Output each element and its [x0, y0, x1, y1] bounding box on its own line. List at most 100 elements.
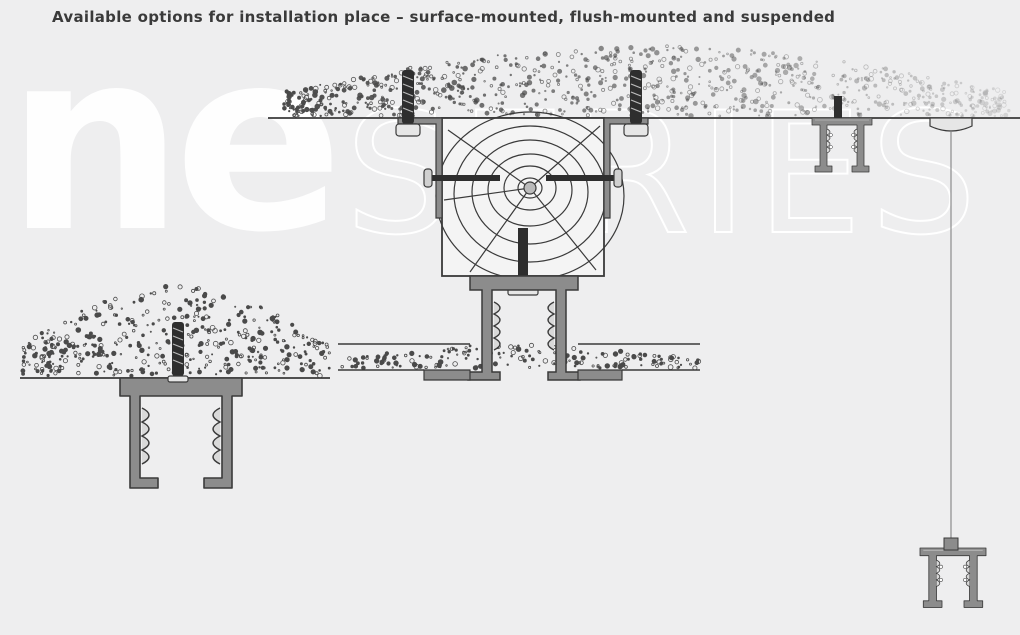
aggregate-dot: [762, 62, 768, 68]
aggregate-dot: [236, 312, 241, 318]
aggregate-dot: [312, 345, 316, 348]
aggregate-dot: [907, 72, 911, 75]
aggregate-dot: [782, 56, 786, 60]
aggregate-dot: [78, 316, 84, 322]
aggregate-dot: [814, 85, 818, 89]
aggregate-dot: [649, 46, 656, 52]
aggregate-dot: [600, 351, 605, 356]
aggregate-dot: [904, 108, 910, 115]
aggregate-dot: [395, 87, 399, 90]
aggregate-dot: [666, 107, 671, 112]
aggregate-dot: [892, 70, 896, 74]
aggregate-dot: [928, 113, 932, 117]
aggregate-dot: [221, 294, 225, 298]
aggregate-dot: [538, 364, 541, 367]
aggregate-dot: [426, 77, 429, 81]
aggregate-dot: [197, 315, 200, 318]
aggregate-dot: [238, 354, 243, 359]
aggregate-dot: [756, 76, 762, 82]
aggregate-dot: [141, 313, 145, 317]
aggregate-dot: [909, 84, 913, 88]
aggregate-dot: [815, 84, 822, 91]
aggregate-dot: [46, 361, 51, 366]
aggregate-dot: [452, 97, 455, 100]
aggregate-dot: [699, 61, 705, 67]
aggregate-dot: [672, 55, 676, 59]
aggregate-dot: [353, 363, 359, 369]
aggregate-dot: [332, 82, 338, 88]
aggregate-dot: [626, 94, 631, 98]
aggregate-dot: [538, 78, 542, 81]
aggregate-dot: [416, 99, 422, 105]
aggregate-dot: [752, 72, 758, 78]
aggregate-dot: [652, 93, 656, 97]
aggregate-dot: [342, 81, 347, 86]
aggregate-dot: [334, 109, 337, 112]
aggregate-dot: [108, 304, 114, 310]
aggregate-dot: [940, 84, 944, 87]
aggregate-dot: [149, 371, 155, 377]
aggregate-dot: [166, 367, 171, 372]
aggregate-dot: [275, 340, 280, 344]
aggregate-dot: [793, 62, 799, 69]
aggregate-dot: [883, 66, 888, 72]
aggregate-dot: [643, 67, 647, 71]
aggregate-dot: [304, 106, 310, 113]
aggregate-dot: [393, 360, 399, 366]
aggregate-dot: [91, 350, 95, 354]
aggregate-dot: [350, 364, 355, 369]
aggregate-dot: [873, 83, 878, 88]
aggregate-dot: [100, 349, 105, 354]
aggregate-dot: [460, 102, 464, 106]
aggregate-dot: [666, 95, 671, 100]
aggregate-dot: [809, 96, 812, 99]
aggregate-dot: [990, 97, 994, 102]
aggregate-dot: [127, 322, 131, 326]
aggregate-dot: [376, 364, 380, 368]
wooden-beam: [435, 111, 625, 281]
aggregate-dot: [111, 350, 117, 356]
aggregate-dot: [303, 350, 307, 354]
aggregate-dot: [224, 356, 230, 362]
aggregate-dot: [738, 97, 744, 103]
aggregate-dot: [515, 346, 522, 352]
aggregate-dot: [393, 74, 398, 79]
aggregate-dot: [364, 101, 368, 105]
aggregate-dot: [881, 67, 884, 70]
aggregate-dot: [449, 346, 455, 351]
profile-surface-mounted: [119, 377, 243, 489]
aggregate-dot: [223, 362, 227, 366]
aggregate-dot: [742, 64, 748, 69]
aggregate-dot: [280, 349, 285, 353]
aggregate-dot: [916, 93, 922, 98]
aggregate-dot: [160, 353, 166, 359]
aggregate-dot: [208, 302, 214, 308]
aggregate-dot: [202, 306, 207, 311]
aggregate-dot: [49, 369, 53, 373]
aggregate-dot: [418, 354, 421, 358]
aggregate-dot: [149, 292, 153, 295]
aggregate-dot: [447, 350, 451, 354]
aggregate-dot: [552, 72, 558, 78]
aggregate-dot: [1007, 108, 1011, 113]
aggregate-dot: [164, 332, 168, 336]
aggregate-dot: [76, 370, 81, 376]
aggregate-dot: [396, 354, 399, 357]
aggregate-dot: [626, 357, 630, 361]
aggregate-dot: [578, 83, 583, 89]
aggregate-dot: [580, 355, 586, 361]
aggregate-dot: [590, 90, 593, 94]
aggregate-dot: [502, 351, 505, 354]
aggregate-dot: [318, 369, 321, 372]
aggregate-dot: [66, 355, 69, 358]
aggregate-dot: [377, 105, 383, 111]
aggregate-dot: [947, 83, 950, 87]
aggregate-dot: [252, 318, 256, 322]
aggregate-dot: [246, 305, 251, 310]
aggregate-dot: [876, 101, 883, 107]
aggregate-dot: [452, 100, 456, 105]
aggregate-dot: [612, 351, 619, 357]
aggregate-dot: [429, 74, 434, 79]
aggregate-dot: [847, 100, 850, 104]
aggregate-dot: [894, 75, 900, 80]
